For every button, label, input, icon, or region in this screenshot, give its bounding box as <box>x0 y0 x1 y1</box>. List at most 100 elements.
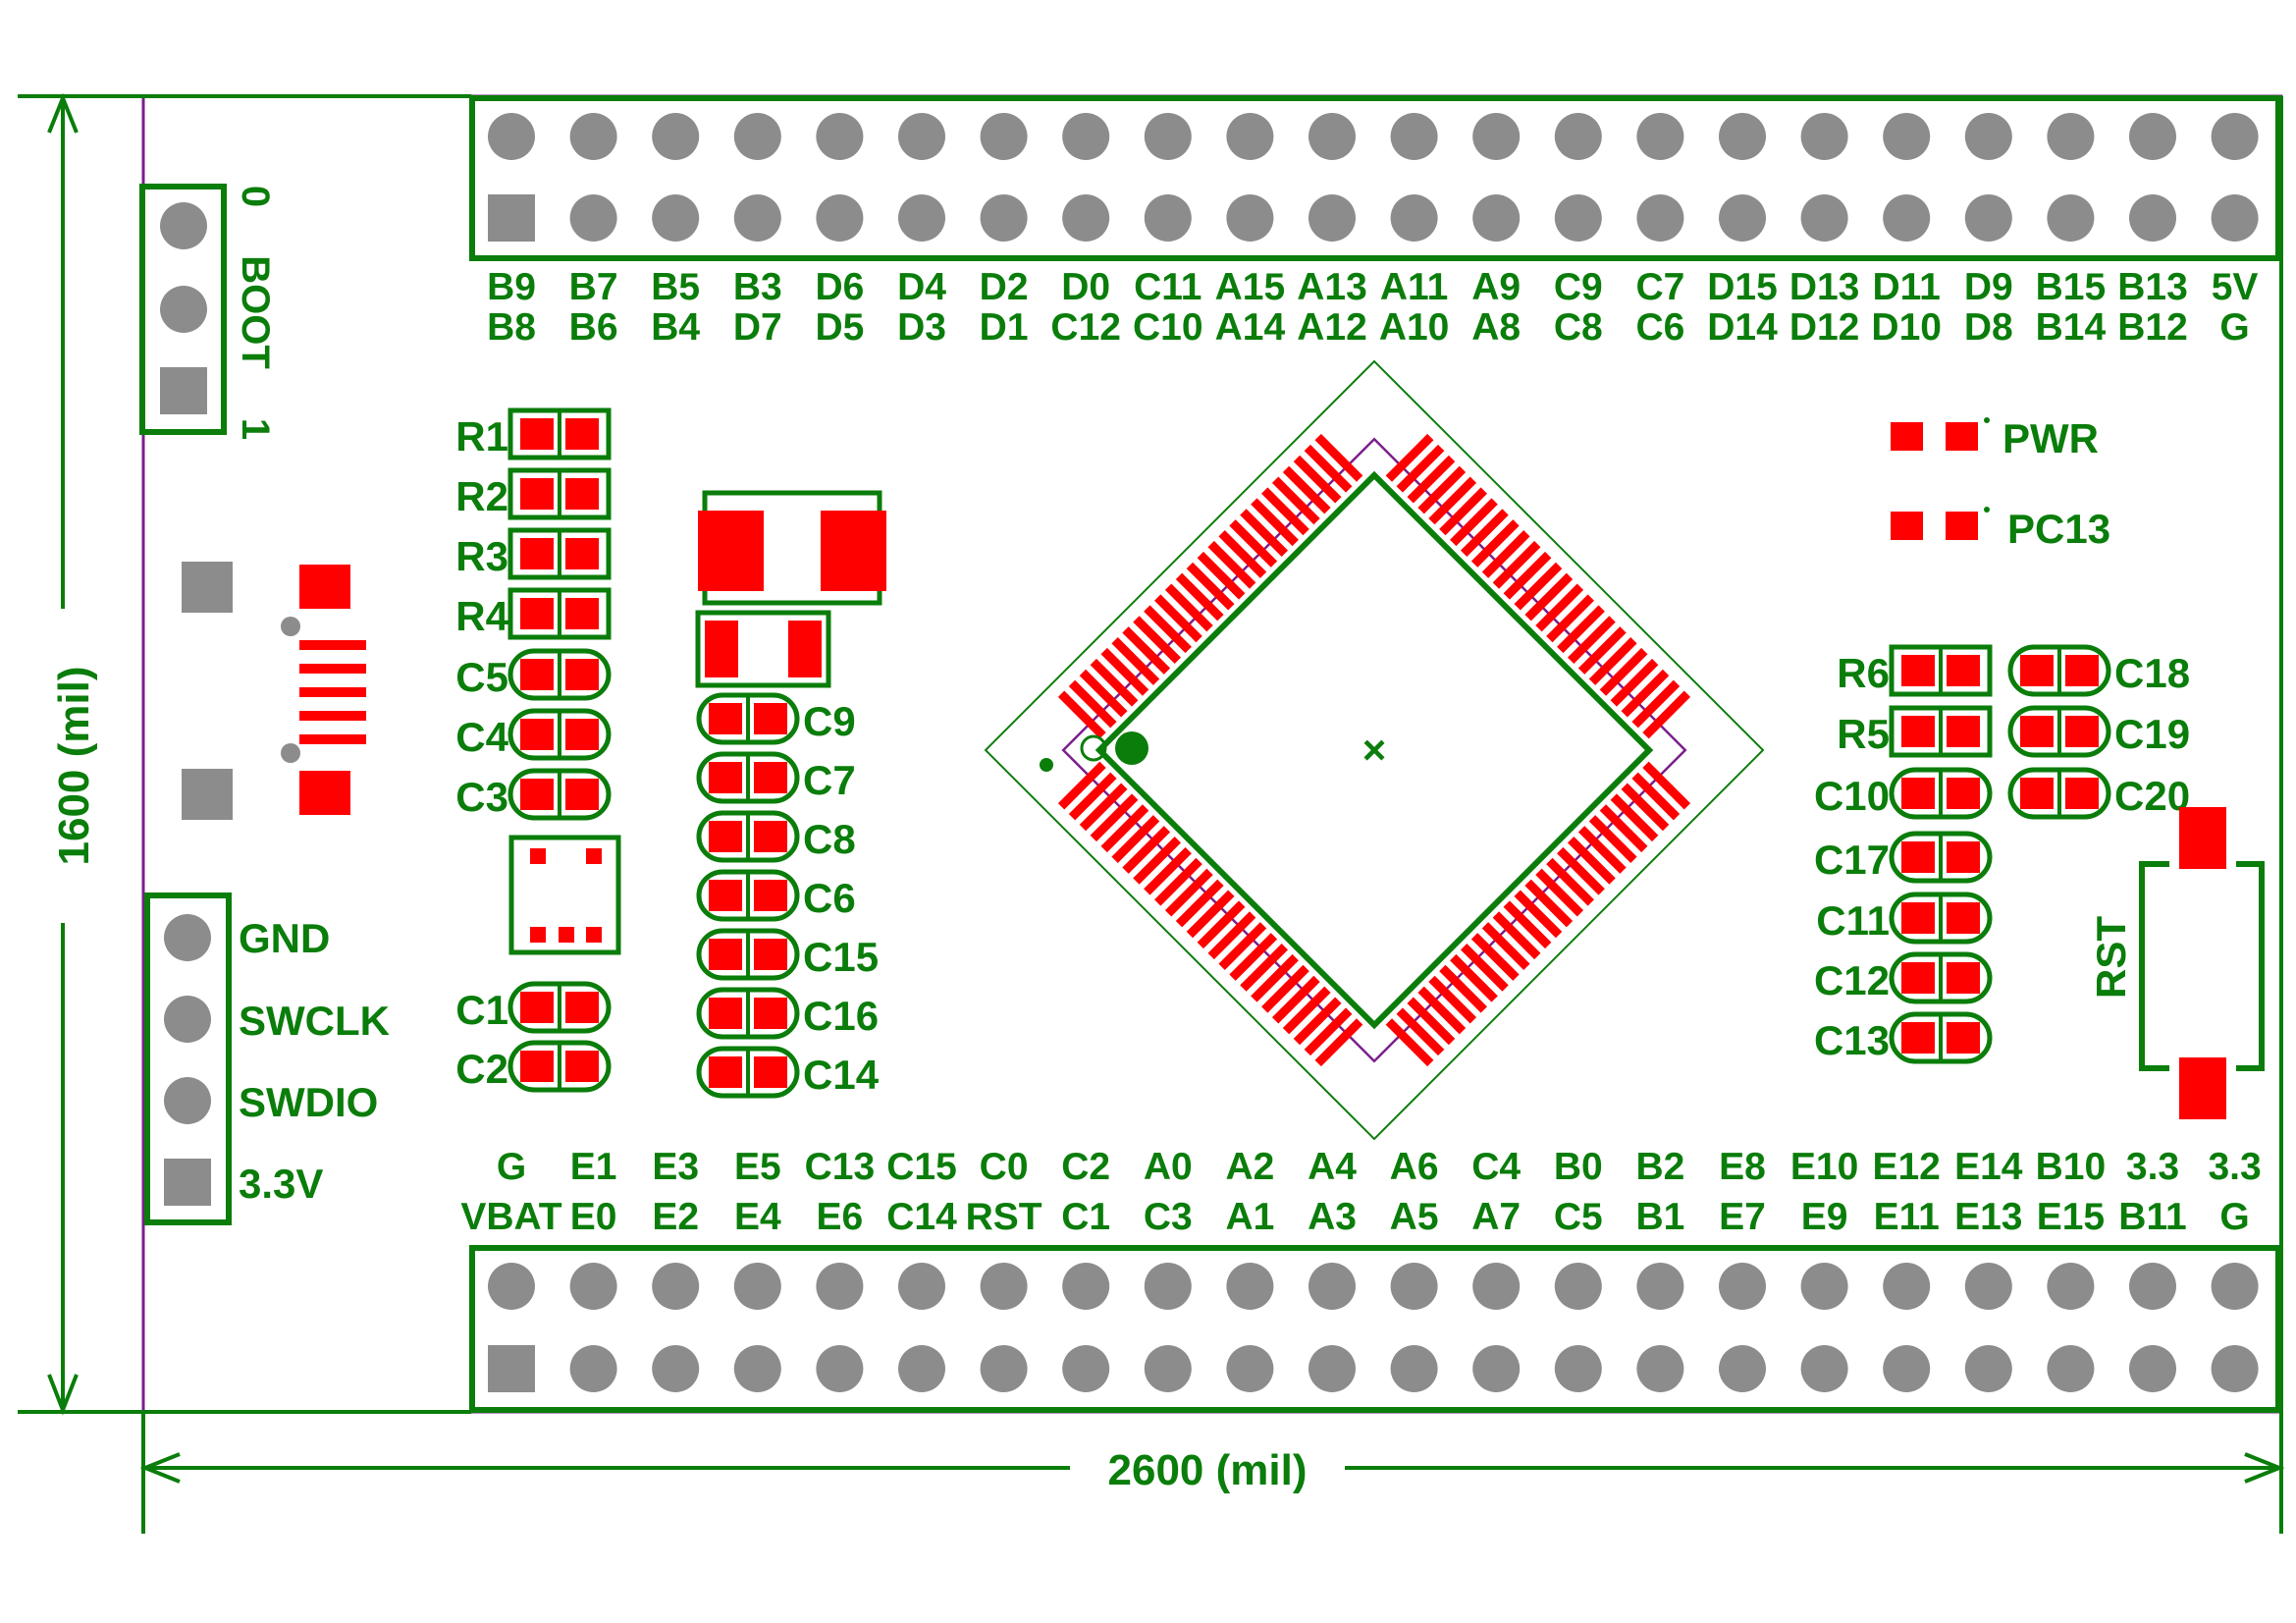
header-pin <box>1636 194 1684 242</box>
header-pin-label: C4 <box>1471 1146 1521 1188</box>
mcu-pad <box>1460 509 1509 558</box>
mcu-pads <box>1057 433 1691 1067</box>
r2-pad <box>520 478 554 510</box>
header-pin-label: VBAT <box>460 1196 561 1238</box>
header-pin <box>1964 194 2012 242</box>
r2-pad <box>565 478 599 510</box>
part-label-c16: C16 <box>803 993 879 1039</box>
mcu-pad <box>1079 669 1128 718</box>
mcu-pad <box>1068 679 1117 729</box>
part-label-c10: C10 <box>1814 773 1890 819</box>
header-pin-label: A10 <box>1379 306 1450 349</box>
header-pin-label: C10 <box>1133 306 1203 349</box>
mcu-pad <box>1111 637 1160 685</box>
header-pin <box>816 1263 864 1310</box>
mcu-pad <box>1154 857 1202 906</box>
crystal-pad-right <box>821 511 886 591</box>
mcu-pad <box>1229 933 1278 981</box>
header-pin <box>1719 1263 1766 1310</box>
header-pin-label: E7 <box>1719 1196 1766 1238</box>
header-pin <box>1636 1263 1684 1310</box>
c3-pad <box>565 779 599 810</box>
c4-pad <box>565 719 599 750</box>
mcu-pad <box>1304 1007 1353 1056</box>
header-pin-label: G <box>2219 306 2249 349</box>
mcu-pin1-dot <box>1115 731 1148 765</box>
part-label-c12: C12 <box>1814 957 1890 1003</box>
mcu-pad <box>1207 540 1256 589</box>
header-pin-label: E4 <box>734 1196 781 1238</box>
regulator-pad <box>530 927 546 943</box>
swd-header-frame <box>144 893 232 1225</box>
mcu-pad <box>1481 530 1530 578</box>
part-label-c14: C14 <box>803 1052 880 1098</box>
mcu-pad <box>1610 793 1659 842</box>
mcu-pad <box>1535 583 1584 632</box>
mcu-pad <box>1557 846 1605 895</box>
header-pin <box>898 1345 945 1392</box>
header-pin-label: C0 <box>980 1146 1029 1188</box>
part-label-c6: C6 <box>803 875 856 921</box>
diode-pad-left <box>705 621 738 677</box>
c11-pad <box>1947 902 1980 934</box>
r6-pad <box>1947 655 1980 686</box>
part-label-c3: C3 <box>455 774 508 820</box>
header-pin <box>569 113 617 160</box>
r1-pad <box>565 418 599 450</box>
header-pin <box>1719 113 1766 160</box>
mcu-pad <box>1417 986 1467 1035</box>
c18-pad <box>2020 655 2054 686</box>
c12-pad <box>1901 962 1935 994</box>
mcu-pad <box>1240 509 1289 558</box>
mcu-pad <box>1503 900 1552 949</box>
mcu-pad <box>1470 519 1520 568</box>
header-pin <box>1226 1263 1274 1310</box>
swd-label-3v3: 3.3V <box>239 1161 323 1207</box>
header-pin <box>1062 1345 1110 1392</box>
header-pin <box>980 113 1028 160</box>
part-label-r1: R1 <box>455 413 508 460</box>
mcu-pad <box>1450 498 1498 547</box>
header-pin-label: A4 <box>1308 1146 1357 1188</box>
header-pin <box>488 1263 535 1310</box>
c5-pad <box>565 659 599 690</box>
usb-signal-pads <box>299 640 366 744</box>
mcu-pad <box>1428 476 1477 525</box>
header-pin-label: D3 <box>897 306 946 349</box>
diode-footprint <box>695 610 831 688</box>
header-pin-label: D5 <box>815 306 864 349</box>
usb-shield-pad-bottom <box>299 771 350 815</box>
mcu-pad <box>1642 761 1691 810</box>
header-pin <box>1390 194 1438 242</box>
mcu-pad <box>1251 953 1299 1002</box>
header-pin-label: D11 <box>1872 266 1940 308</box>
mcu-pad <box>1567 836 1616 885</box>
led-pwr-dot <box>1984 417 1990 423</box>
header-pin-label: C11 <box>1134 266 1201 308</box>
swd-label-swclk: SWCLK <box>239 998 390 1044</box>
mcu-body <box>1095 470 1654 1030</box>
header-pin <box>898 194 945 242</box>
header-pin <box>816 113 864 160</box>
header-pin-label: A11 <box>1380 266 1448 308</box>
regulator-footprint <box>508 835 621 955</box>
boot-label: BOOT <box>234 255 277 369</box>
mcu-pad <box>1186 562 1235 611</box>
part-label-r3: R3 <box>455 533 508 579</box>
usb-hole-top <box>281 617 300 636</box>
mcu-pad <box>1396 1007 1445 1056</box>
mcu-pad <box>1229 519 1278 568</box>
header-pin-label: A6 <box>1390 1146 1439 1188</box>
led-pc13-label: PC13 <box>2007 506 2110 552</box>
header-pin <box>652 113 700 160</box>
r4-pad <box>565 598 599 629</box>
led-pc13-dot <box>1984 507 1990 513</box>
header-pin-label: D14 <box>1707 306 1778 349</box>
header-pin <box>1964 1345 2012 1392</box>
header-pin-label: C2 <box>1061 1146 1110 1188</box>
mcu-pad <box>1599 804 1648 853</box>
part-label-c18: C18 <box>2114 650 2190 696</box>
c8-pad <box>709 821 742 852</box>
